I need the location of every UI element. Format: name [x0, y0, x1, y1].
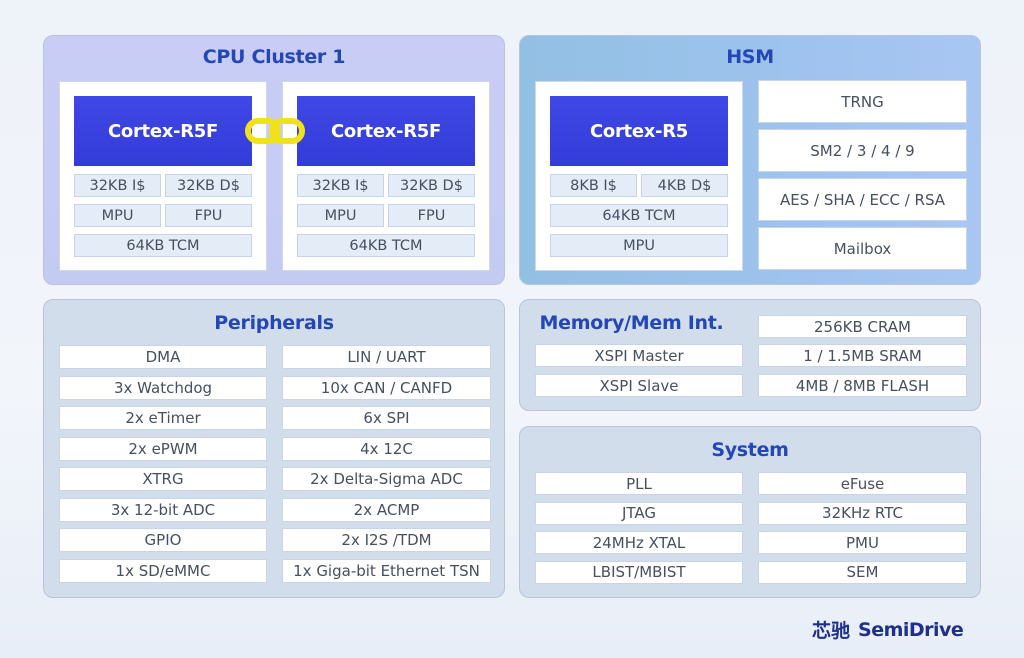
peripheral-item: 4x 12C	[282, 436, 491, 461]
peripheral-item: 2x Delta-Sigma ADC	[282, 467, 491, 491]
system-item: PLL	[535, 472, 743, 495]
memory-panel: Memory/Mem Int. XSPI Master XSPI Slave 2…	[519, 299, 981, 411]
fpu-cell: FPU	[388, 204, 475, 227]
icache-cell: 8KB I$	[550, 174, 637, 197]
system-panel: System PLL JTAG 24MHz XTAL LBIST/MBIST e…	[519, 426, 981, 598]
mpu-cell: MPU	[297, 204, 384, 227]
cpu-cluster-title: CPU Cluster 1	[202, 46, 346, 68]
fpu-cell: FPU	[165, 204, 252, 227]
memory-item: 1 / 1.5MB SRAM	[758, 344, 967, 367]
mpu-cell: MPU	[74, 204, 161, 227]
cpu-cluster-panel: CPU Cluster 1 Cortex-R5F 32KB I$ 32KB D$…	[43, 35, 505, 285]
core-name: Cortex-R5F	[74, 96, 252, 166]
peripheral-item: 2x ACMP	[282, 497, 491, 522]
peripheral-item: LIN / UART	[282, 345, 491, 369]
system-item: 32KHz RTC	[758, 501, 967, 525]
icache-cell: 32KB I$	[74, 174, 161, 197]
peripheral-item: 3x Watchdog	[59, 375, 267, 400]
peripheral-item: 3x 12-bit ADC	[59, 497, 267, 522]
tcm-cell: 64KB TCM	[297, 234, 475, 257]
peripheral-item: 1x SD/eMMC	[59, 558, 267, 583]
mpu-cell: MPU	[550, 234, 728, 257]
logo-en-text: SemiDrive	[858, 618, 964, 641]
cpu-core-card-1: Cortex-R5F 32KB I$ 32KB D$ MPU FPU 64KB …	[59, 81, 267, 271]
tcm-cell: 64KB TCM	[550, 204, 728, 227]
core-name: Cortex-R5F	[297, 96, 475, 166]
logo-cn-text: 芯驰	[812, 620, 851, 642]
hsm-core-card: Cortex-R5 8KB I$ 4KB D$ 64KB TCM MPU	[535, 81, 743, 271]
peripheral-item: GPIO	[59, 528, 267, 552]
dcache-cell: 4KB D$	[641, 174, 728, 197]
hsm-panel: HSM Cortex-R5 8KB I$ 4KB D$ 64KB TCM MPU…	[519, 35, 981, 285]
hsm-item-trng: TRNG	[758, 80, 967, 123]
system-item: LBIST/MBIST	[535, 560, 743, 584]
system-item: JTAG	[535, 501, 743, 525]
core-name: Cortex-R5	[550, 96, 728, 166]
memory-item: 4MB / 8MB FLASH	[758, 374, 967, 397]
cpu-core-card-2: Cortex-R5F 32KB I$ 32KB D$ MPU FPU 64KB …	[282, 81, 490, 271]
hsm-item-mailbox: Mailbox	[758, 227, 967, 270]
hsm-title: HSM	[726, 46, 774, 68]
system-item: eFuse	[758, 472, 967, 495]
system-item: 24MHz XTAL	[535, 531, 743, 554]
system-item: PMU	[758, 531, 967, 554]
peripheral-item: 6x SPI	[282, 406, 491, 430]
memory-item: 256KB CRAM	[758, 315, 967, 338]
peripheral-item: 1x Giga-bit Ethernet TSN	[282, 558, 491, 583]
system-item: SEM	[758, 560, 967, 584]
tcm-cell: 64KB TCM	[74, 234, 252, 257]
peripheral-item: 2x I2S /TDM	[282, 528, 491, 552]
memory-item: XSPI Master	[535, 344, 743, 367]
hsm-item-crypto: AES / SHA / ECC / RSA	[758, 178, 967, 221]
peripherals-title: Peripherals	[214, 312, 334, 334]
peripheral-item: 2x ePWM	[59, 436, 267, 461]
peripherals-panel: Peripherals DMA 3x Watchdog 2x eTimer 2x…	[43, 299, 505, 598]
peripheral-item: XTRG	[59, 467, 267, 491]
dcache-cell: 32KB D$	[388, 174, 475, 197]
peripheral-item: 2x eTimer	[59, 406, 267, 430]
semidrive-logo: 芯驰 SemiDrive	[812, 616, 964, 643]
lockstep-link-icon	[245, 118, 305, 144]
memory-item: XSPI Slave	[535, 374, 743, 397]
hsm-item-sm: SM2 / 3 / 4 / 9	[758, 129, 967, 172]
peripheral-item: DMA	[59, 345, 267, 369]
dcache-cell: 32KB D$	[165, 174, 252, 197]
memory-title: Memory/Mem Int.	[539, 312, 724, 334]
system-title: System	[711, 439, 789, 461]
peripheral-item: 10x CAN / CANFD	[282, 375, 491, 400]
icache-cell: 32KB I$	[297, 174, 384, 197]
